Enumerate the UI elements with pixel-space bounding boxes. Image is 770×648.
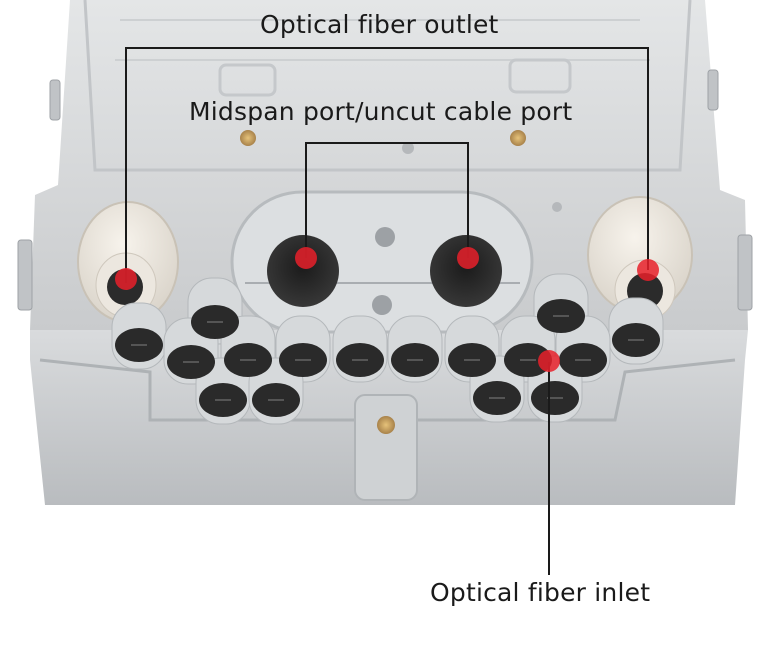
inlet-grommet-array [111, 273, 664, 425]
label-optical-fiber-inlet: Optical fiber inlet [430, 578, 651, 607]
midspan-port-housing [230, 190, 534, 334]
label-midspan-port: Midspan port/uncut cable port [189, 97, 573, 126]
label-optical-fiber-outlet: Optical fiber outlet [260, 10, 499, 39]
leader-line-midspan [305, 142, 469, 258]
screw-hole [402, 142, 414, 154]
port-markers [115, 247, 659, 372]
side-clip-right [707, 69, 753, 311]
brass-insert [240, 130, 256, 146]
side-clip-left [17, 79, 61, 311]
leader-lines [125, 47, 649, 575]
cable-gland-right [587, 196, 693, 321]
marker-outlet-right [637, 259, 659, 281]
marker-inlet [538, 350, 560, 372]
marker-midspan-right [457, 247, 479, 269]
marker-midspan-left [295, 247, 317, 269]
enclosure-top [30, 0, 748, 330]
leader-line-outlet [125, 47, 649, 283]
marker-outlet-left [115, 268, 137, 290]
brass-insert [510, 130, 526, 146]
screw-hole [552, 202, 562, 212]
